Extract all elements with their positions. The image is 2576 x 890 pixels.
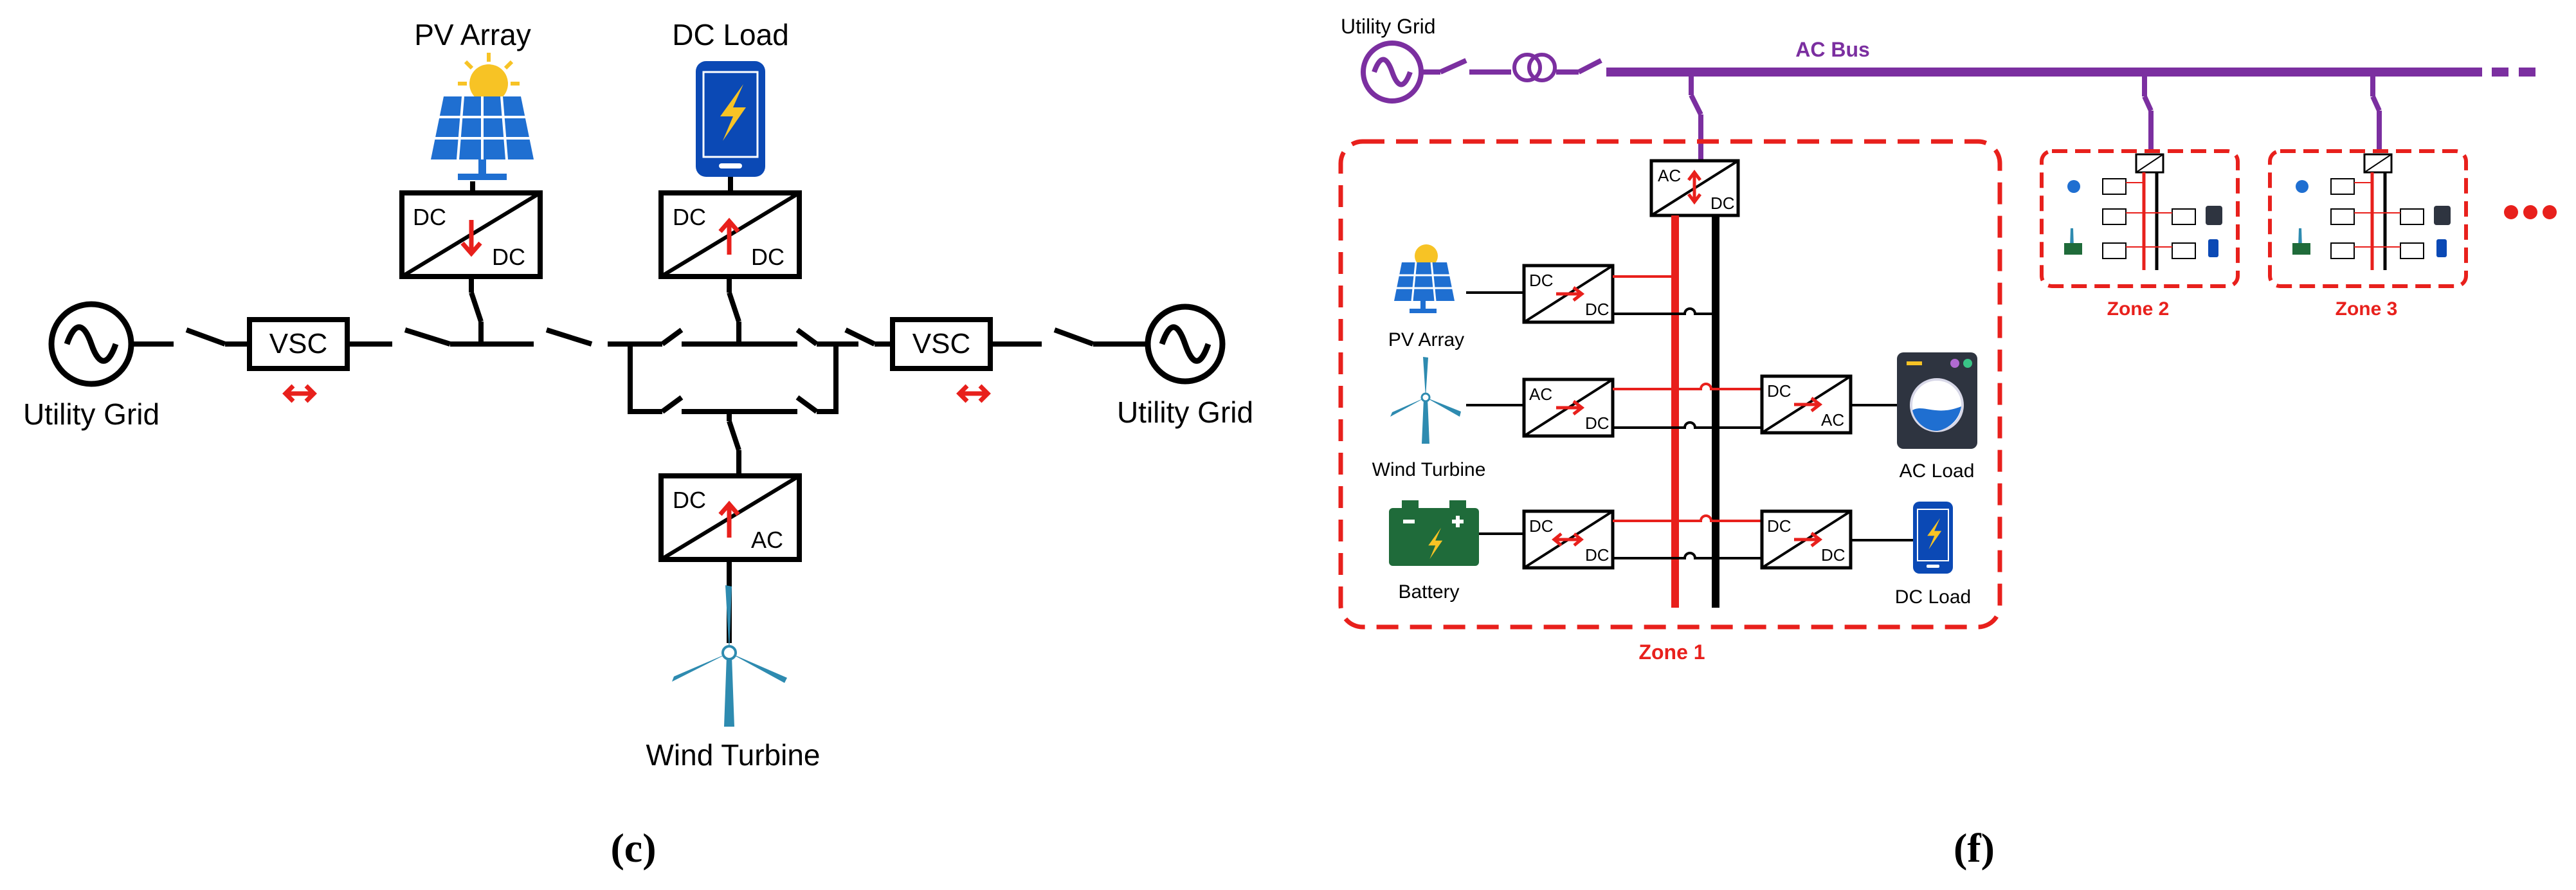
zone1-label: Zone 1 [1638,640,1705,664]
converter-wind-top-c: DC [673,487,706,513]
sine-source-icon [1145,304,1226,385]
ring-breakers [628,327,894,414]
ellipsis-icon [2504,205,2557,219]
solar-panel-icon [431,53,534,180]
wind-turbine-label-c: Wind Turbine [646,738,820,772]
panel-c-label: (c) [610,825,656,871]
zone3-mini: Zone 3 [2268,149,2468,320]
zone3-box [2268,149,2468,288]
utility-grid-right-label: Utility Grid [1117,395,1253,429]
down-arrow-icon [460,220,482,257]
battery-icon [1389,500,1479,566]
converter-load-bottom-c: DC [751,244,785,270]
converter-wind-top-f: AC [1529,385,1552,404]
panel-f-label: (f) [1954,825,1995,871]
zone2-mini: Zone 2 [2040,149,2240,320]
panel-c: Utility Grid VSC [23,18,1253,871]
converter-wind-bottom-f: DC [1585,413,1610,433]
pv-array-label-f: PV Array [1388,329,1464,350]
vsc-left-box [247,317,350,371]
bus-line-left [131,327,662,347]
converter-dcload-bottom: DC [1821,545,1846,565]
solar-panel-icon [1394,244,1455,313]
bidirectional-arrow-icon [956,384,991,403]
washing-machine-icon [1897,352,1977,449]
converter-pv-bottom-c: DC [492,244,525,270]
transformer-icon [1512,53,1557,82]
ac-bus-label: AC Bus [1795,38,1870,61]
panel-f: Utility Grid AC Bus [1338,15,2557,871]
dc-load-label-c: DC Load [672,18,789,51]
up-arrow-icon [718,217,740,255]
converter-battery-top: DC [1529,516,1554,536]
ac-load-label-f: AC Load [1900,460,1975,482]
utility-grid-label-f: Utility Grid [1341,15,1436,38]
converter-pv-top-c: DC [413,204,446,230]
converter-dcload-top: DC [1767,516,1791,536]
up-arrow-icon [718,500,740,538]
zone3-label: Zone 3 [2336,298,2398,320]
utility-grid-left-label: Utility Grid [23,397,159,431]
zone2-box [2040,149,2240,288]
converter-acload-top: DC [1767,381,1791,401]
smartphone-icon [1913,502,1953,574]
converter-pv-top-f: DC [1529,271,1554,290]
sine-source-icon [48,301,134,387]
converter-wind-bottom-c: AC [751,527,783,553]
converter-load-top-c: DC [673,204,706,230]
vsc-left-label: VSC [269,328,327,359]
converter-pv-bottom-f: DC [1585,300,1610,319]
vsc-right-label: VSC [912,328,970,359]
wind-turbine-icon [672,585,787,727]
converter-main-top: AC [1658,166,1681,185]
wind-turbine-icon [1390,357,1461,444]
bidirectional-arrow-icon [282,384,317,403]
dc-load-label-f: DC Load [1895,586,1971,608]
converter-acload-bottom: AC [1821,410,1844,430]
converter-main-bottom: DC [1710,194,1735,213]
zone2-label: Zone 2 [2107,298,2170,320]
converter-battery-bottom: DC [1585,545,1610,565]
battery-label: Battery [1398,581,1459,603]
pv-array-label-c: PV Array [414,18,531,51]
smartphone-icon [696,61,765,177]
zone1-box [1338,139,2002,630]
sine-source-icon [1361,41,1424,104]
wind-turbine-label-f: Wind Turbine [1372,459,1486,480]
